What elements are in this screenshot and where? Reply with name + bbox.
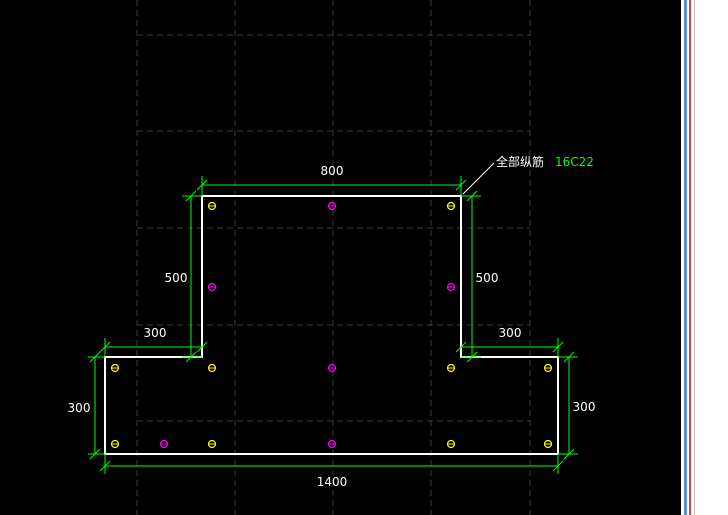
- grid-lines: [136, 0, 531, 515]
- annotation-label: 全部纵筋: [496, 154, 544, 169]
- dim-right-flange: 300: [499, 326, 522, 340]
- rebar-marker: [327, 201, 337, 211]
- rebar-marker: [207, 282, 217, 292]
- dim-right-depth: 300: [573, 400, 596, 414]
- dim-top-width: 800: [321, 164, 344, 178]
- rebar-marker: [110, 439, 120, 449]
- panel-border-blue: [684, 0, 687, 515]
- rebar-marker: [207, 201, 217, 211]
- rebar-marker: [446, 201, 456, 211]
- rebar-marker: [327, 439, 337, 449]
- dim-left-height: 500: [165, 271, 188, 285]
- rebar-marker: [207, 363, 217, 373]
- dim-bottom-width: 1400: [317, 475, 348, 489]
- rebar-marker: [543, 363, 553, 373]
- rebar-marker: [207, 439, 217, 449]
- rebar-marker: [446, 282, 456, 292]
- dim-left-depth: 300: [68, 401, 91, 415]
- rebar-group: [110, 201, 553, 449]
- panel-border-gray: [694, 0, 695, 515]
- rebar-marker: [159, 439, 169, 449]
- dim-left-flange: 300: [144, 326, 167, 340]
- dim-right-height: 500: [476, 271, 499, 285]
- right-side-panel: [681, 0, 728, 515]
- rebar-marker: [327, 363, 337, 373]
- rebar-marker: [110, 363, 120, 373]
- annotation-leader: [462, 162, 495, 195]
- annotation-code: 16C22: [555, 155, 594, 169]
- rebar-marker: [446, 363, 456, 373]
- dimension-lines: [88, 176, 578, 474]
- t-section-drawing: 800 500 500 300 300 300 300 1400 全部纵筋 16…: [68, 0, 596, 515]
- panel-border-red: [689, 0, 691, 515]
- rebar-marker: [446, 439, 456, 449]
- rebar-marker: [543, 439, 553, 449]
